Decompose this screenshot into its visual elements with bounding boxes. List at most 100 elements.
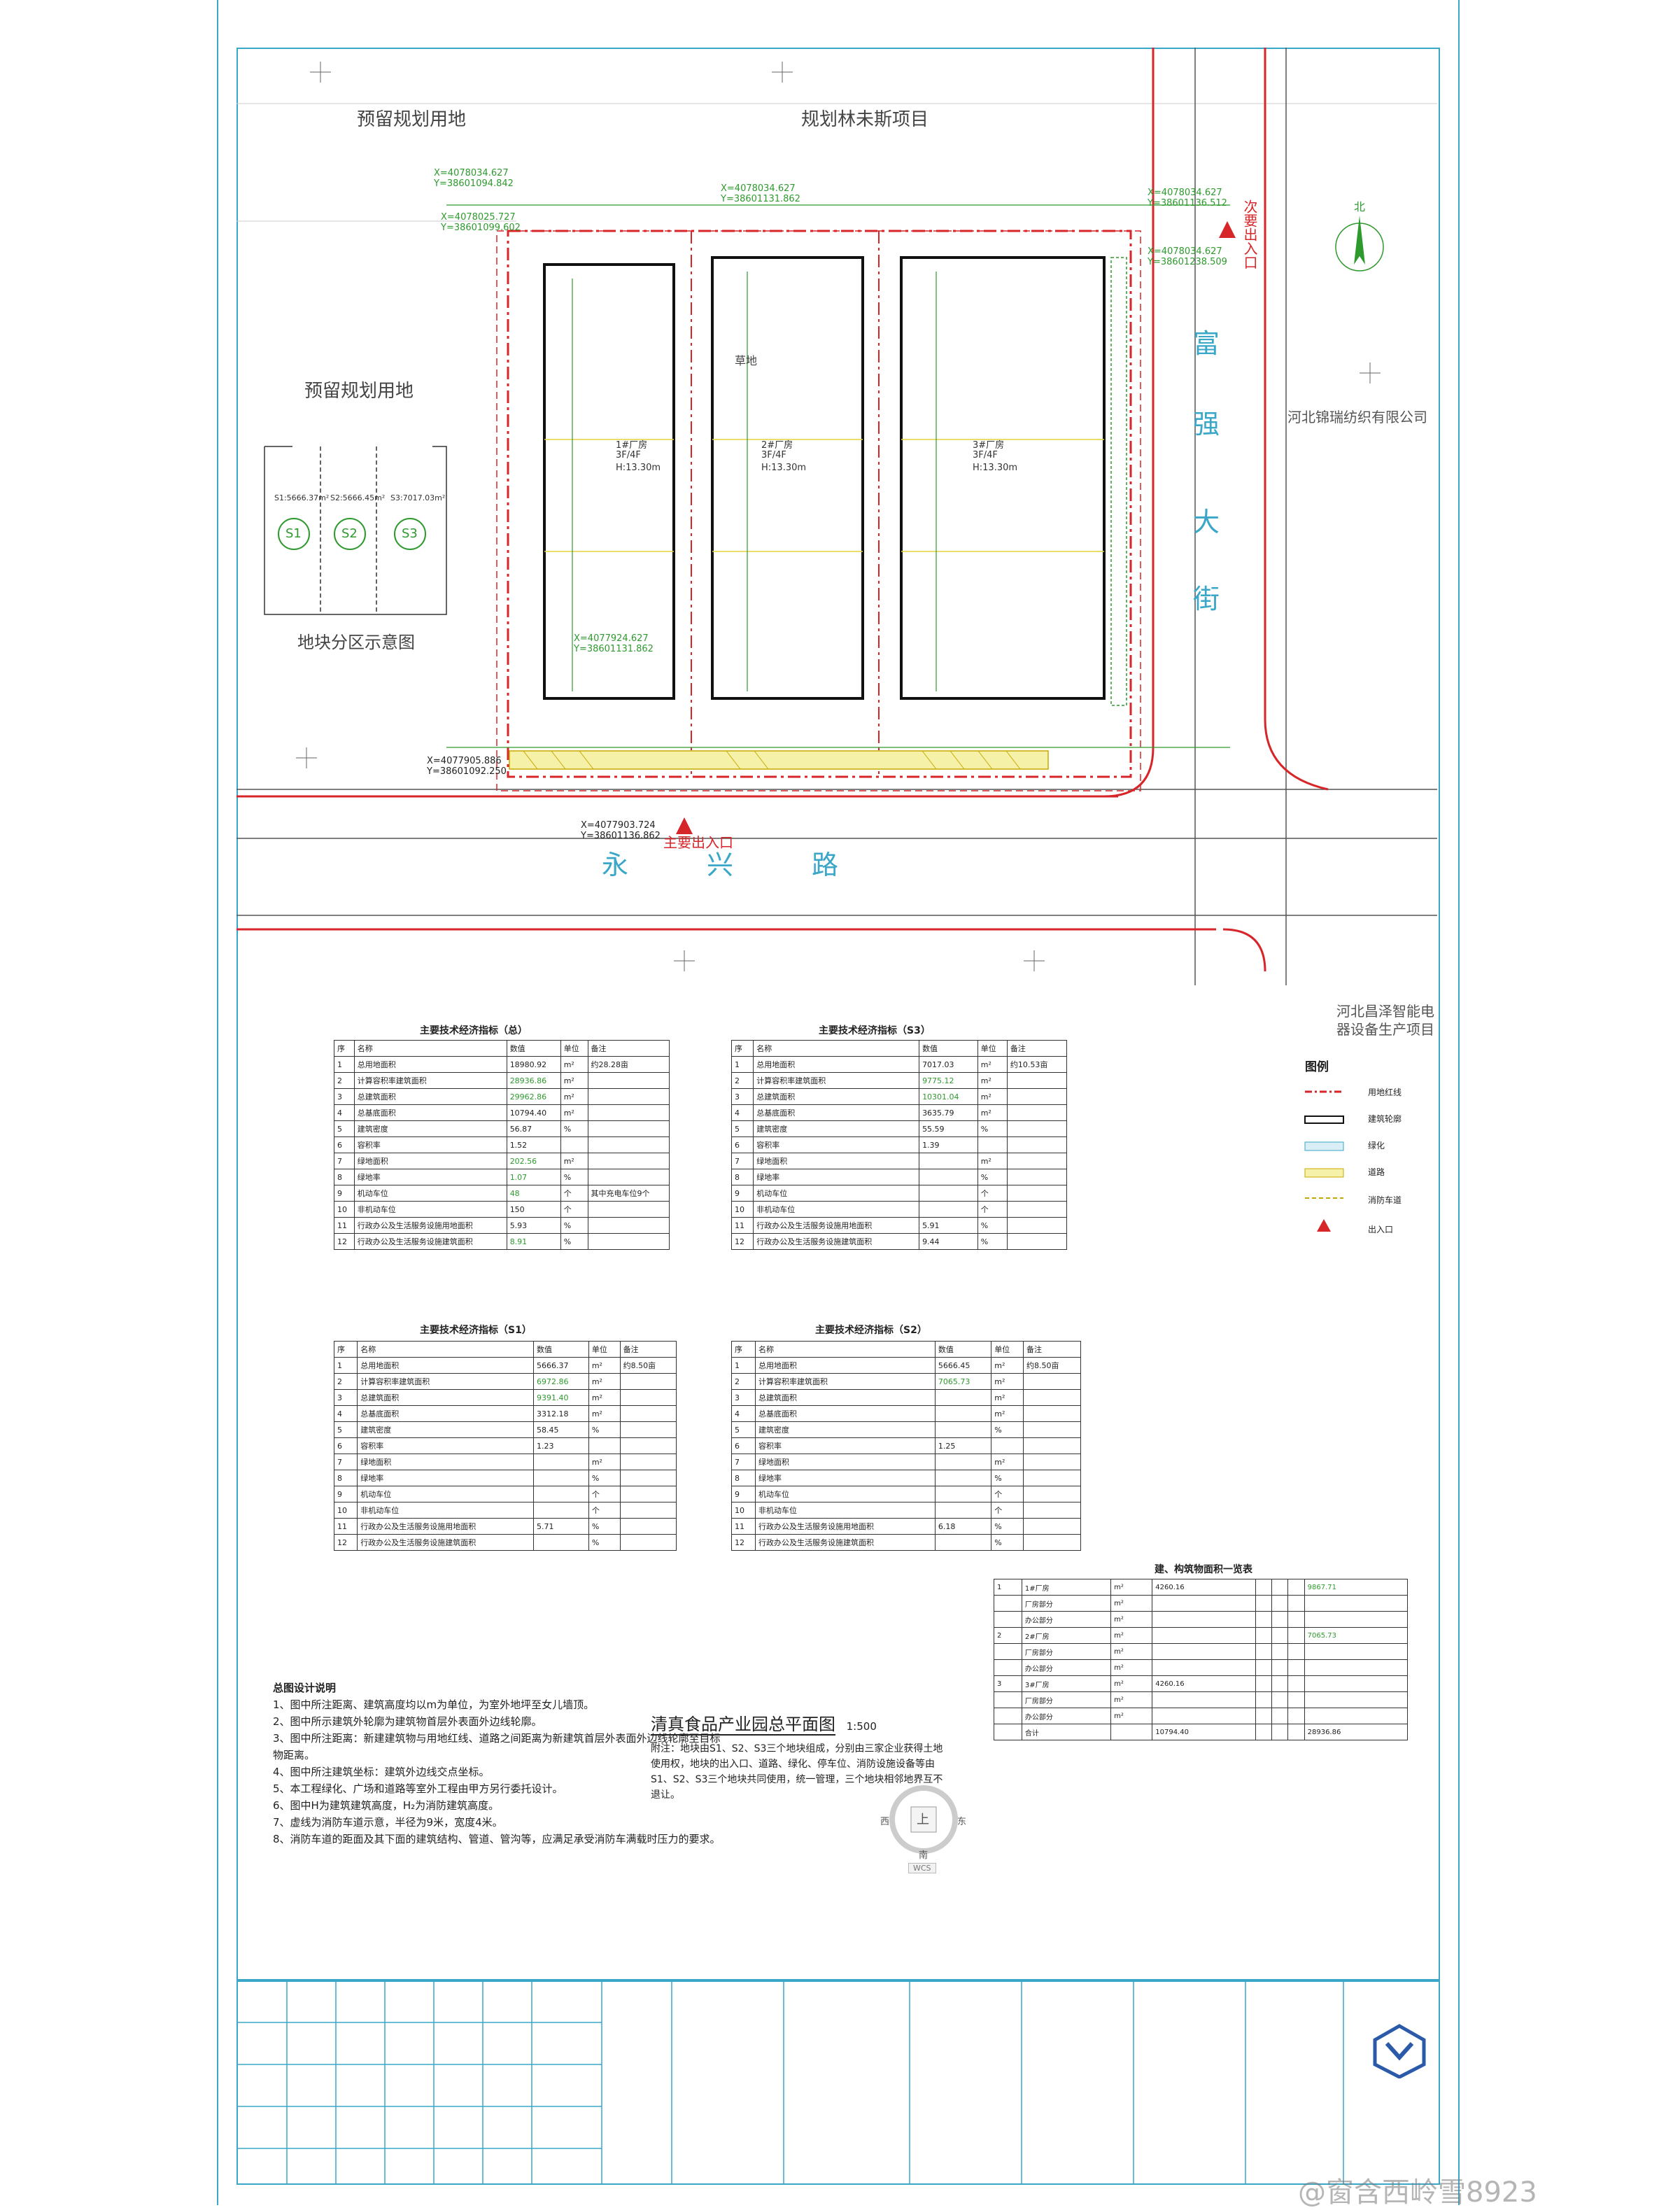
view-compass[interactable]: 上 西 东 南 WCS: [875, 1778, 973, 1875]
note-line: 8、消防车道的距面及其下面的建筑结构、管道、管沟等，应满足承受消防车满载时压力的…: [273, 1833, 721, 1845]
road-east-1: 富: [1193, 328, 1222, 359]
coord-label: Y=38601136.512: [1148, 198, 1227, 209]
coord-label: X=4077903.724: [581, 820, 656, 831]
compass-east: 东: [957, 1817, 967, 1827]
table-row: 序名称数值单位备注: [333, 1341, 677, 1358]
legend-item: 出入口: [1368, 1225, 1394, 1234]
compass-ring-icon: [889, 1785, 958, 1854]
coord-label: X=4078034.627: [721, 183, 796, 194]
zoning-area-s2: S2:5666.45m²: [330, 493, 386, 502]
table-row: 序名称数值单位备注: [730, 1040, 1068, 1057]
zoning-area-s3: S3:7017.03m²: [390, 493, 446, 502]
main-entrance-icon: [676, 817, 693, 834]
coord-label: X=4078034.627: [1148, 188, 1222, 198]
building-3-height: H:13.30m: [973, 463, 1018, 473]
north-arrow-icon: [1354, 216, 1365, 265]
compass-center: 上: [917, 1813, 929, 1827]
attachment-note: 附注：地块由S1、S2、S3三个地块组成，分别由三家企业获得土地使用权，地块的出…: [651, 1743, 943, 1801]
coord-label: X=4078034.627: [1148, 246, 1222, 257]
legend-item: 消防车道: [1368, 1195, 1402, 1205]
sheet-frame: [217, 0, 1460, 2205]
coord-label: Y=38601099.602: [441, 223, 521, 233]
table-total-caption: 主要技术经济指标（总）: [420, 1025, 528, 1036]
title-block: [237, 1979, 1440, 2185]
road-south-3: 路: [812, 850, 840, 880]
legend-swatches: [1304, 1090, 1344, 1232]
secondary-entrance-label: 次要出入口: [1241, 199, 1258, 269]
table-s1-caption: 主要技术经济指标（S1）: [420, 1325, 532, 1336]
coord-label: X=4078034.627: [434, 168, 509, 178]
compass-wcs[interactable]: WCS: [908, 1863, 936, 1873]
grass-label: 草地: [735, 354, 758, 367]
zoning-caption: 地块分区示意图: [297, 633, 415, 652]
title-block-grid: [238, 1980, 1344, 2183]
coord-label: Y=38601094.842: [434, 178, 514, 189]
main-entrance-label: 主要出入口: [663, 834, 733, 851]
table-row: 序名称数值单位备注: [731, 1341, 1081, 1358]
table-row: 序名称数值单位备注: [334, 1040, 670, 1057]
building-3-floors: 3F/4F: [973, 450, 998, 460]
coord-label: X=4077905.886: [427, 756, 502, 766]
coord-label: X=4077924.627: [574, 633, 649, 644]
region-reserved-top: 预留规划用地: [357, 109, 467, 130]
table-s3-caption: 主要技术经济指标（S3）: [819, 1025, 931, 1036]
drawing-title-text: 清真食品产业园总平面图: [651, 1715, 835, 1736]
legend-title: 图例: [1305, 1060, 1329, 1074]
note-line: 1、图中所注距离、建筑高度均以m为单位，为室外地坪至女儿墙顶。: [273, 1698, 595, 1711]
region-reserved-left: 预留规划用地: [304, 381, 414, 402]
coord-label: Y=38601092.250: [427, 766, 507, 777]
building-1-code: 1#厂房: [616, 440, 648, 451]
road-south-2: 兴: [707, 850, 735, 880]
watermark: @窗含西岭雪8923: [1298, 2176, 1537, 2209]
building-2-code: 2#厂房: [761, 440, 793, 451]
coord-label: Y=38601131.862: [574, 644, 654, 654]
note-line: 5、本工程绿化、广场和道路等室外工程由甲方另行委托设计。: [273, 1782, 563, 1795]
drawing-scale: 1:500: [846, 1720, 877, 1733]
coord-label: X=4078025.727: [441, 212, 516, 223]
road-south-1: 永: [602, 850, 630, 880]
legend: 图例 用地红线 建筑轮廓 绿化 道路 消防车道 出入口: [1301, 1057, 1434, 1330]
region-company-right: 河北锦瑞纺织有限公司: [1287, 409, 1427, 425]
drawing-border: [237, 48, 1440, 1982]
design-notes: 总图设计说明 1、图中所注距离、建筑高度均以m为单位，为室外地坪至女儿墙顶。 2…: [273, 1680, 728, 1847]
zoning-area-s1: S1:5666.37m²: [274, 493, 330, 502]
legend-item: 建筑轮廓: [1368, 1114, 1402, 1124]
note-line: 2、图中所示建筑外轮廓为建筑物首层外表面外边线轮廓。: [273, 1715, 542, 1728]
zoning-plot-s3: S3: [402, 526, 418, 541]
